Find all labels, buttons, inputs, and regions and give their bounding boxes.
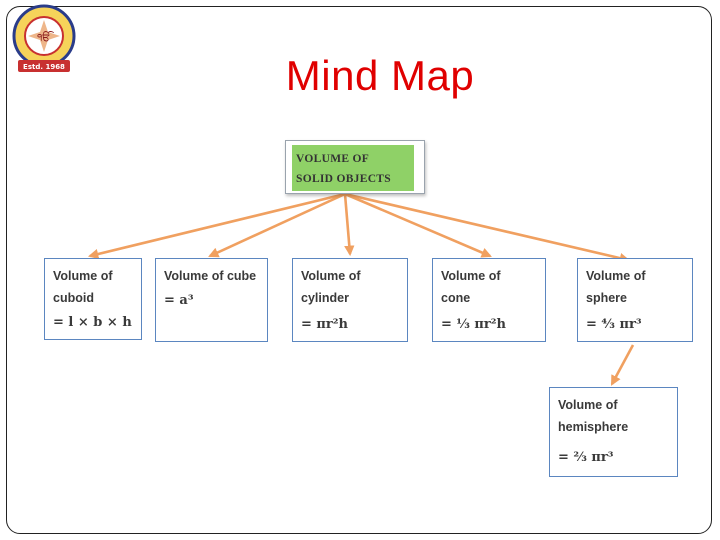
node-cuboid: Volume of cuboid = l × b × h bbox=[44, 258, 142, 340]
node-cube: Volume of cube = a³ bbox=[155, 258, 268, 342]
college-logo: ੴ Estd. 1968 bbox=[12, 4, 76, 72]
node-cone-title: Volume of cone bbox=[441, 269, 501, 305]
node-sphere: Volume of sphere = ⁴⁄₃ πr³ bbox=[577, 258, 693, 342]
arrow-to-hemisphere bbox=[610, 344, 635, 386]
root-node-fill: VOLUME OF SOLID OBJECTS bbox=[292, 145, 414, 191]
root-node: VOLUME OF SOLID OBJECTS bbox=[285, 140, 425, 194]
node-cylinder-formula: = πr²h bbox=[301, 317, 348, 332]
node-cone-formula: = ⅓ πr²h bbox=[441, 317, 506, 332]
node-hemisphere: Volume of hemisphere = ⅔ πr³ bbox=[549, 387, 678, 477]
node-sphere-formula: = ⁴⁄₃ πr³ bbox=[586, 317, 642, 332]
arrow-to-cylinder bbox=[343, 193, 355, 257]
node-hemisphere-formula: = ⅔ πr³ bbox=[558, 450, 614, 465]
arrow-to-cube bbox=[208, 192, 346, 258]
node-cylinder-title: Volume of cylinder bbox=[301, 269, 361, 305]
node-cone: Volume of cone = ⅓ πr²h bbox=[432, 258, 546, 342]
node-hemisphere-title: Volume of hemisphere bbox=[558, 398, 629, 434]
node-cube-formula: = a³ bbox=[164, 293, 194, 308]
node-cuboid-title: Volume of cuboid bbox=[53, 269, 113, 305]
node-cuboid-formula: = l × b × h bbox=[53, 315, 132, 330]
node-sphere-title: Volume of sphere bbox=[586, 269, 646, 305]
node-cube-title: Volume of cube bbox=[164, 269, 257, 283]
slide-frame bbox=[6, 6, 712, 534]
logo-established-text: Estd. 1968 bbox=[23, 63, 65, 71]
arrow-to-sphere bbox=[344, 192, 631, 264]
node-cylinder: Volume of cylinder = πr²h bbox=[292, 258, 408, 342]
arrow-to-cone bbox=[344, 192, 492, 258]
page-title: Mind Map bbox=[285, 52, 475, 99]
arrow-to-cuboid bbox=[87, 192, 346, 260]
logo-emblem-text: ੴ bbox=[37, 31, 54, 44]
root-node-label: VOLUME OF SOLID OBJECTS bbox=[296, 153, 391, 185]
